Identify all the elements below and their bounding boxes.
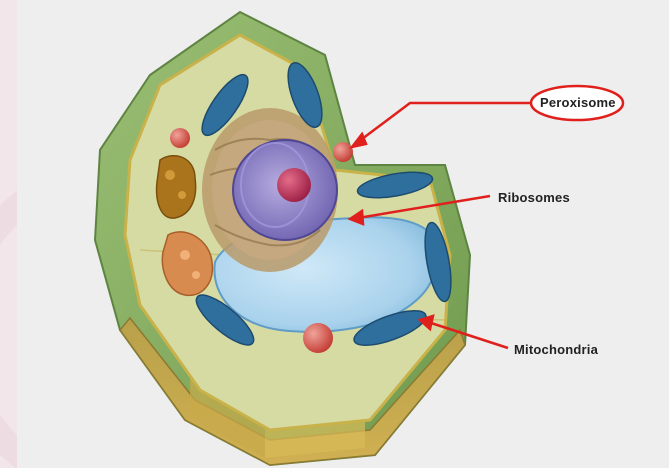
peroxisome (333, 142, 353, 162)
peroxisome-leader-line (358, 103, 530, 142)
ribosomes-label: Ribosomes (498, 190, 570, 205)
peroxisome-label: Peroxisome (540, 95, 616, 110)
peroxisome (170, 128, 190, 148)
mitochondria-label: Mitochondria (514, 342, 598, 357)
peroxisome (303, 323, 333, 353)
nucleus (233, 140, 337, 240)
nucleolus (277, 168, 311, 202)
